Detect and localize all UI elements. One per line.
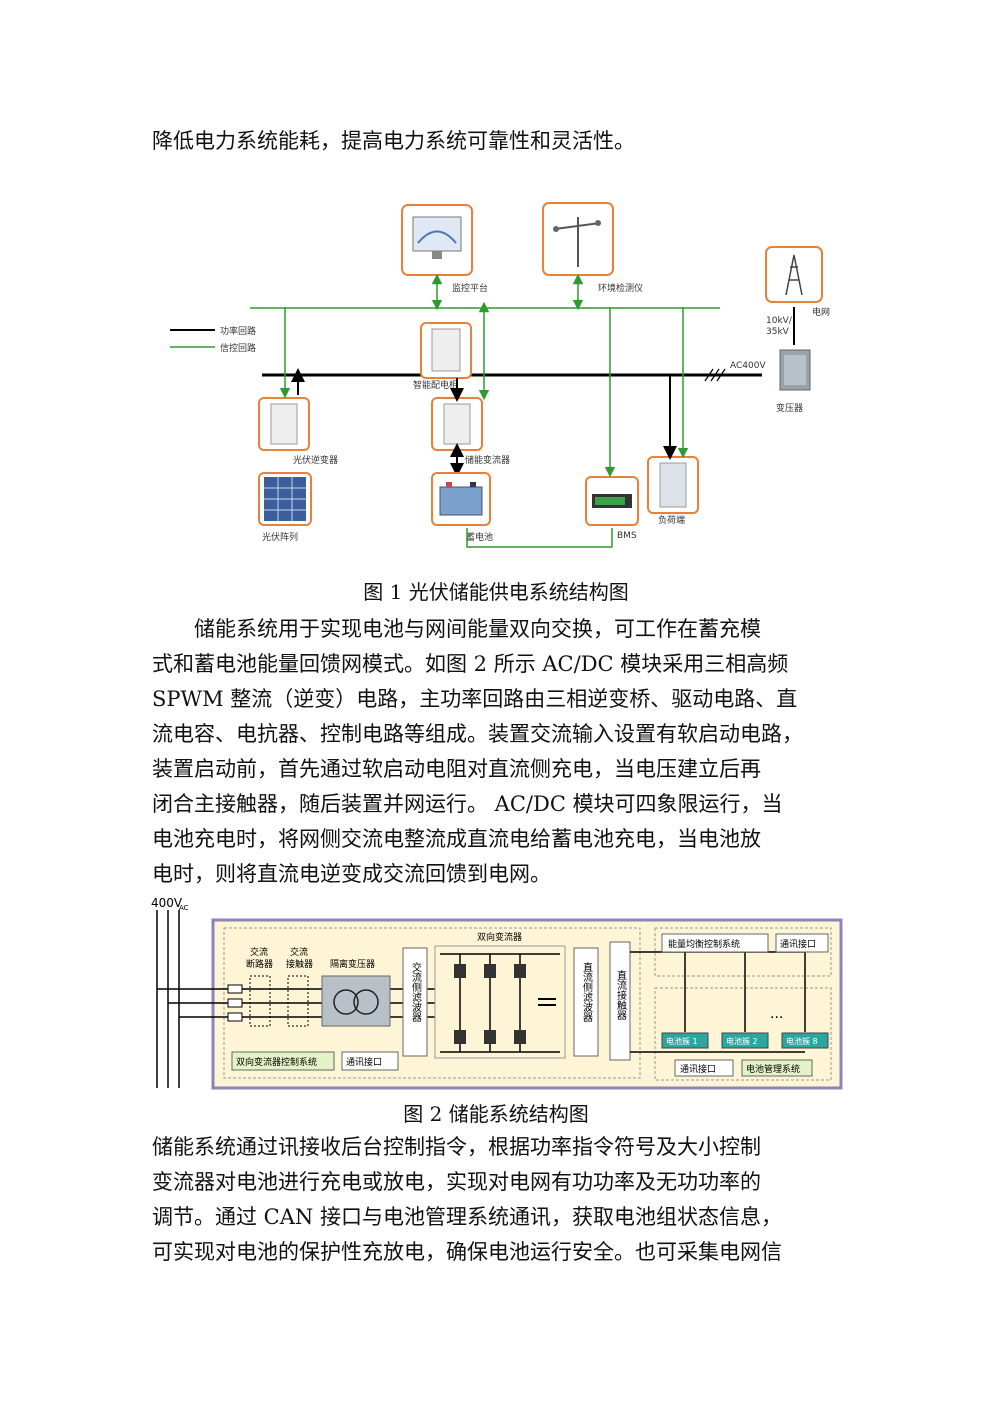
battery-pack-8-label: 电池簇 8 [786,1036,818,1046]
input-voltage-subscript: AC [179,904,189,912]
text-line: 储能系统通过讯接收后台控制指令，根据功率指令符号及大小控制 [152,1135,761,1159]
comm-interface-label-2: 通讯接口 [780,938,816,950]
isolation-transformer-label: 隔离变压器 [330,958,375,970]
converter-label: 双向变流器 [477,931,522,943]
env-label: 环境检测仪 [598,282,643,294]
text-line: 装置启动前，首先通过软启动电阻对直流侧充电，当电压建立后再 [152,757,761,781]
battery-pack-1-label: 电池簇 1 [666,1036,698,1046]
contactor-label-2: 接触器 [286,958,313,970]
cabinet-label: 智能配电柜 [413,379,458,391]
text-line: 电时，则将直流电逆变成交流回馈到电网。 [152,862,551,886]
breaker-label-1: 交流 [250,946,268,958]
legend-control-label: 信控回路 [220,342,256,354]
bms-system-label: 电池管理系统 [746,1063,800,1075]
text-line: 调节。通过 CAN 接口与电池管理系统通讯，获取电池组状态信息， [152,1205,782,1229]
balance-control-label: 能量均衡控制系统 [668,938,740,950]
battery-pack-2-label: 电池簇 2 [726,1036,758,1046]
load-label: 负荷端 [658,514,685,526]
figure-2-caption: 图 2 储能系统结构图 [403,1102,589,1126]
comm-interface-label-3: 通讯接口 [680,1063,716,1075]
voltage-label-1: 10kV/ [766,316,793,326]
comm-interface-label-1: 通讯接口 [346,1056,382,1068]
input-voltage-label: 400V [151,896,183,910]
monitor-label: 监控平台 [452,282,488,294]
breaker-label-2: 断路器 [246,958,273,970]
voltage-label-2: 35kV [766,327,790,337]
paragraph-storage-description: 储能系统用于实现电池与网间能量双向交换，可工作在蓄充模 式和蓄电池能量回馈网模式… [152,612,842,892]
text-line: 变流器对电池进行充电或放电，实现对电网有功功率及无功功率的 [152,1170,761,1194]
pv-inverter-label: 光伏逆变器 [293,454,338,466]
text-line: 流电容、电抗器、控制电路等组成。装置交流输入设置有软启动电路， [152,722,803,746]
text-line: 闭合主接触器，随后装置并网运行。 AC/DC 模块可四象限运行，当 [152,792,783,816]
text-line: 可实现对电池的保护性充放电，确保电池运行安全。也可采集电网信 [152,1240,782,1264]
text-line: 电池充电时，将网侧交流电整流成直流电给蓄电池充电，当电池放 [152,827,761,851]
figure-1-diagram: 功率回路 信控回路 AC400V 监控平台 环境检测仪 电网 10kV/ 35k… [170,202,830,548]
figure-2-diagram: 400V AC 交流 断路器 交流 接触器 隔离变压器 交流侧滤波器 双向变流器… [151,896,843,1090]
paragraph-control-description: 储能系统通过讯接收后台控制指令，根据功率指令符号及大小控制 变流器对电池进行充电… [152,1130,842,1270]
ac400-label: AC400V [730,361,766,371]
converter-control-system-label: 双向变流器控制系统 [236,1056,317,1068]
paragraph-intro: 降低电力系统能耗，提高电力系统可靠性和灵活性。 [152,129,635,153]
bms-label: BMS [617,531,637,541]
transformer-label: 变压器 [776,402,803,414]
contactor-label-1: 交流 [290,946,308,958]
grid-label: 电网 [812,306,830,318]
figure-1-caption: 图 1 光伏储能供电系统结构图 [363,580,629,604]
dc-filter-label: 直流侧滤波器 [581,961,593,1023]
battery-label: 蓄电池 [466,531,493,543]
ellipsis: ··· [770,1010,783,1026]
legend-power-label: 功率回路 [220,325,256,337]
text-line: 储能系统用于实现电池与网间能量双向交换，可工作在蓄充模 [194,617,761,641]
storage-converter-label: 储能变流器 [465,454,510,466]
ac-filter-label: 交流侧滤波器 [410,961,422,1023]
text-line: SPWM 整流（逆变）电路，主功率回路由三相逆变桥、驱动电路、直 [152,687,798,711]
pv-array-label: 光伏阵列 [262,531,298,543]
text-line: 式和蓄电池能量回馈网模式。如图 2 所示 AC/DC 模块采用三相高频 [152,652,789,676]
dc-contactor-label: 直流接触器 [615,969,627,1021]
